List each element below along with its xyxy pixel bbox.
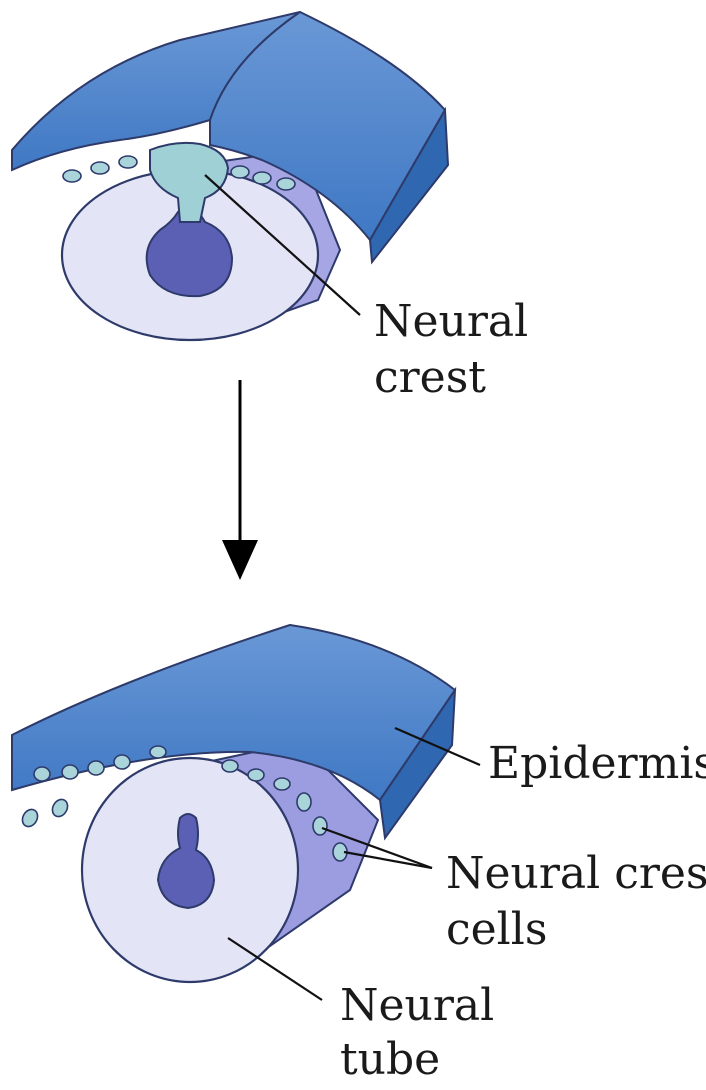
transition-arrow <box>222 380 258 580</box>
epidermis-label: Epidermis <box>488 738 706 790</box>
neural-crest-label-line1: Neural <box>374 296 528 348</box>
neural-tube-label-line1: Neural <box>340 980 494 1032</box>
neural-tube-label-line2: tube <box>340 1034 440 1086</box>
neural-crest-cells-label-line1: Neural crest <box>446 848 706 900</box>
stage-neural-crest-migration <box>12 625 480 1000</box>
neural-crest-cells-label-line2: cells <box>446 904 547 956</box>
stage-neural-crest-formation <box>12 12 448 340</box>
neural-crest-label-line2: crest <box>374 352 486 404</box>
